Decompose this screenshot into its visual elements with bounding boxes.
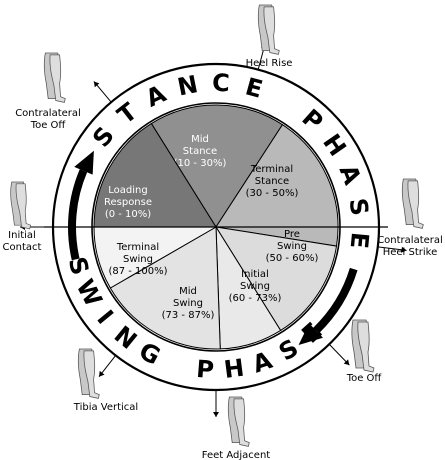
- segment-label-mid-stance-line: Mid: [191, 134, 209, 145]
- segment-label-mid-stance-line: Stance: [183, 146, 217, 157]
- leg-figure-icon: [351, 319, 375, 373]
- leg-front-icon: [15, 183, 32, 230]
- segment-label-terminal-stance-line: (30 - 50%): [246, 188, 299, 199]
- leg-front-icon: [357, 321, 375, 373]
- event-label-toe-off: Toe Off: [346, 373, 383, 384]
- segment-label-mid-stance-line: (10 - 30%): [174, 158, 227, 169]
- event-label-heel-rise: Heel Rise: [246, 58, 293, 69]
- leg-front-icon: [233, 398, 250, 447]
- segment-label-mid-swing-line: Swing: [173, 298, 203, 309]
- leg-front-icon: [83, 350, 100, 399]
- stance-arrow: [68, 169, 88, 261]
- leg-figure-icon: [43, 52, 66, 103]
- event-label-feet-adjacent-line: Feet Adjacent: [202, 450, 271, 460]
- segment-label-mid-swing-line: (73 - 87%): [162, 310, 215, 321]
- segment-loading-response: [93, 122, 217, 228]
- segment-mid-swing: [109, 226, 221, 350]
- event-tick-head-toe-off: [343, 359, 350, 366]
- stance-phase-text-letter: C: [212, 69, 231, 98]
- segment-label-loading-response-line: (0 - 10%): [105, 209, 151, 220]
- event-label-tibia-vertical: Tibia Vertical: [73, 402, 138, 413]
- leg-figure-icon: [401, 178, 424, 229]
- segment-label-terminal-swing-line: Swing: [123, 254, 153, 265]
- event-label-initial-contact-line: Contact: [3, 242, 42, 253]
- segment-label-initial-swing-line: Initial: [241, 269, 269, 280]
- stance-phase-text-letter: E: [345, 231, 374, 250]
- event-label-tibia-vertical-line: Tibia Vertical: [73, 402, 138, 413]
- segment-pre-swing: [214, 226, 338, 332]
- segment-label-initial-swing-line: Swing: [240, 281, 270, 292]
- event-label-contralateral-toe-off-line: Toe Off: [30, 120, 67, 131]
- event-label-contralateral-heel-strike-line: Contralateral: [377, 235, 443, 246]
- segment-mid-stance: [150, 104, 284, 228]
- segment-label-terminal-swing-line: Terminal: [116, 242, 159, 253]
- swing-phase-text-letter: H: [222, 354, 245, 384]
- event-tick-head-contralateral-heel-strike: [401, 246, 407, 253]
- segment-label-terminal-stance-line: Terminal: [250, 164, 293, 175]
- event-tick-head-tibia-vertical: [99, 370, 105, 377]
- leg-front-icon: [263, 6, 280, 55]
- event-label-initial-contact-line: Initial: [8, 230, 36, 241]
- segment-label-pre-swing-line: (50 - 60%): [266, 253, 319, 264]
- segment-terminal-stance: [215, 123, 339, 247]
- direction-arrows: [68, 150, 358, 345]
- stance-arrow-head: [74, 150, 94, 175]
- segment-label-terminal-swing-line: (87 - 100%): [108, 266, 167, 277]
- event-label-heel-rise-line: Heel Rise: [246, 58, 293, 69]
- event-label-contralateral-toe-off-line: Contralateral: [15, 108, 81, 119]
- leg-figure-icon: [77, 348, 100, 399]
- segment-label-pre-swing-line: Swing: [277, 241, 307, 252]
- leg-front-icon: [49, 54, 66, 103]
- stance-phase-text-letter: E: [242, 72, 265, 103]
- segment-label-loading-response-line: Response: [104, 197, 152, 208]
- swing-arrow: [313, 267, 358, 334]
- segment-label-terminal-stance-line: Stance: [255, 176, 289, 187]
- leg-front-icon: [407, 180, 424, 229]
- event-tick-head-contralateral-toe-off: [93, 81, 100, 88]
- swing-phase-text-letter: P: [195, 355, 215, 384]
- event-label-feet-adjacent: Feet Adjacent: [202, 450, 271, 460]
- event-label-toe-off-line: Toe Off: [346, 373, 383, 384]
- leg-figure-icon: [10, 181, 32, 230]
- event-tick-head-feet-adjacent: [213, 412, 219, 417]
- segment-label-initial-swing-line: (60 - 73%): [229, 293, 282, 304]
- swing-arrow-head: [298, 323, 323, 345]
- segment-label-loading-response-line: Loading: [108, 185, 147, 196]
- segment-label-mid-swing-line: Mid: [179, 286, 197, 297]
- segment-label-pre-swing-line: Pre: [284, 229, 300, 240]
- leg-figure-icon: [227, 396, 250, 447]
- event-label-contralateral-heel-strike-line: Heel Strike: [383, 247, 438, 258]
- leg-figure-icon: [257, 4, 280, 55]
- stance-phase-text-letter: S: [344, 196, 374, 217]
